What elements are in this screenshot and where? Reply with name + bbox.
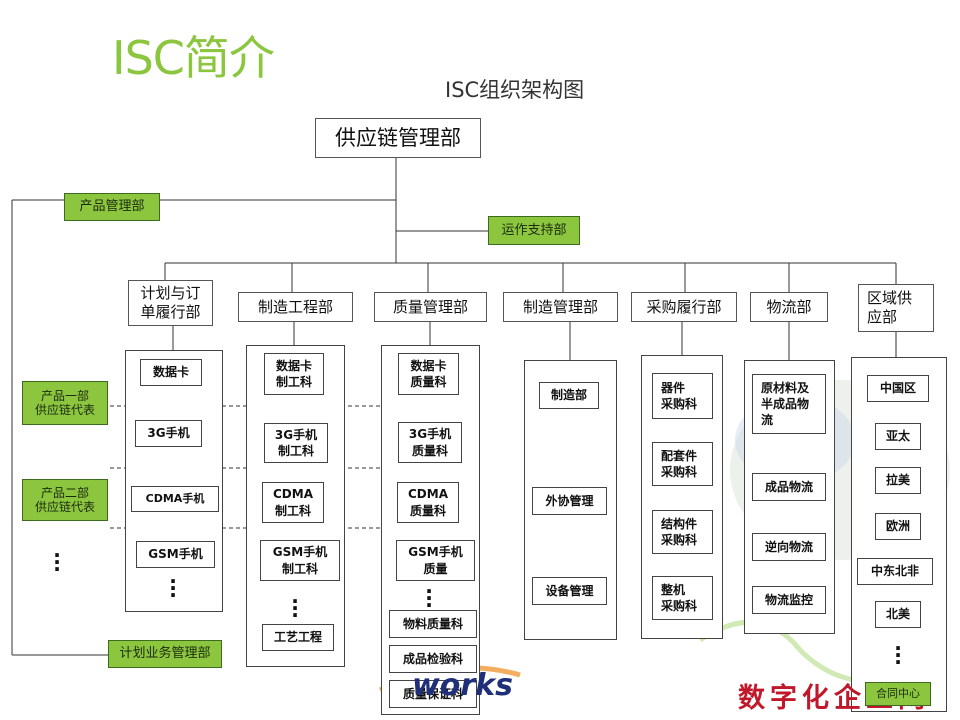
sub-3g-quality: 3G手机 质量科 bbox=[398, 422, 462, 463]
mfg-eng-ellipsis: · · · bbox=[291, 589, 299, 627]
sub-accessory-purchasing: 配套件 采购科 bbox=[652, 442, 713, 486]
sub-quality-assurance: 质量保证科 bbox=[389, 680, 477, 708]
sub-region-china: 中国区 bbox=[867, 375, 929, 402]
sub-region-latam: 拉美 bbox=[875, 467, 921, 494]
sub-structure-purchasing: 结构件 采购科 bbox=[652, 510, 713, 554]
left-ellipsis: · · · bbox=[53, 543, 61, 581]
sub-gsm-mfg-eng: GSM手机 制工科 bbox=[260, 540, 340, 581]
sub-region-apac: 亚太 bbox=[875, 423, 921, 450]
dept-planning: 计划与订 单履行部 bbox=[128, 280, 213, 326]
ops-support-box: 运作支持部 bbox=[488, 216, 580, 245]
planning-ellipsis: · · · bbox=[169, 569, 177, 607]
sub-data-card: 数据卡 bbox=[140, 359, 202, 386]
quality-ellipsis: · · · bbox=[425, 579, 433, 617]
dept-logistics: 物流部 bbox=[750, 292, 828, 322]
dept-manufacturing-engineering: 制造工程部 bbox=[238, 292, 353, 322]
sub-gsm-quality: GSM手机 质量 bbox=[396, 540, 475, 581]
sub-component-purchasing: 器件 采购科 bbox=[652, 373, 713, 419]
product-one-rep-box: 产品一部 供应链代表 bbox=[22, 381, 108, 425]
page-title: ISC简介 bbox=[112, 31, 275, 85]
sub-product-logistics: 成品物流 bbox=[752, 473, 826, 501]
hq-box: 供应链管理部 bbox=[315, 118, 481, 158]
sub-outsourcing: 外协管理 bbox=[532, 487, 607, 515]
sub-3g-phone: 3G手机 bbox=[135, 420, 202, 447]
sub-material-quality: 物料质量科 bbox=[389, 610, 477, 638]
sub-raw-material-logistics: 原材料及 半成品物 流 bbox=[752, 374, 826, 434]
sub-gsm-phone: GSM手机 bbox=[136, 541, 215, 568]
product-two-rep-box: 产品二部 供应链代表 bbox=[22, 479, 108, 521]
panel-planning bbox=[125, 350, 223, 612]
plan-service-box: 计划业务管理部 bbox=[108, 640, 222, 668]
sub-reverse-logistics: 逆向物流 bbox=[752, 533, 826, 561]
sub-cdma-phone: CDMA手机 bbox=[131, 486, 219, 512]
sub-process-engineering: 工艺工程 bbox=[262, 624, 334, 651]
sub-complete-unit-purchasing: 整机 采购科 bbox=[652, 576, 713, 620]
sub-manufacturing: 制造部 bbox=[539, 382, 599, 409]
dept-regional-supply: 区域供 应部 bbox=[858, 284, 934, 332]
region-ellipsis: · · · bbox=[894, 636, 902, 674]
product-mgmt-box: 产品管理部 bbox=[64, 193, 160, 221]
sub-data-card-quality: 数据卡 质量科 bbox=[398, 353, 459, 395]
sub-3g-mfg-eng: 3G手机 制工科 bbox=[264, 423, 328, 463]
sub-region-north-america: 北美 bbox=[875, 601, 921, 628]
dept-manufacturing-mgmt: 制造管理部 bbox=[503, 292, 618, 322]
sub-cdma-mfg-eng: CDMA 制工科 bbox=[262, 482, 324, 523]
contract-center-box: 合同中心 bbox=[865, 682, 931, 706]
dept-procurement: 采购履行部 bbox=[631, 292, 737, 322]
sub-logistics-monitoring: 物流监控 bbox=[752, 586, 826, 614]
sub-region-mena: 中东北非 bbox=[857, 558, 933, 585]
sub-product-inspection: 成品检验科 bbox=[389, 645, 477, 673]
chart-title: ISC组织架构图 bbox=[445, 78, 585, 102]
sub-region-europe: 欧洲 bbox=[875, 513, 921, 540]
sub-data-card-mfg-eng: 数据卡 制工科 bbox=[264, 353, 324, 395]
dept-quality: 质量管理部 bbox=[374, 292, 487, 322]
sub-equipment: 设备管理 bbox=[532, 577, 607, 605]
works-logo: works bbox=[412, 668, 513, 703]
sub-cdma-quality: CDMA 质量科 bbox=[397, 482, 459, 523]
